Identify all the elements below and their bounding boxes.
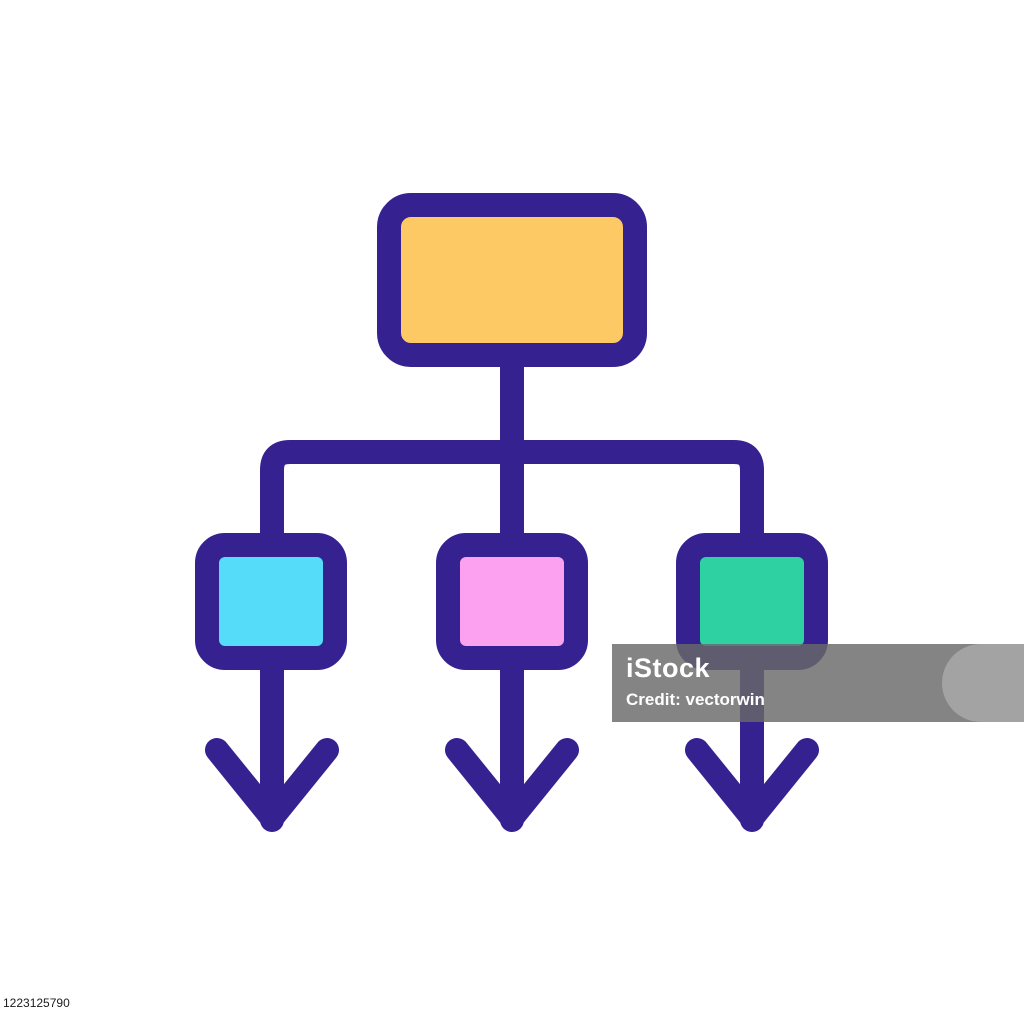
connector-lines [260,346,764,557]
watermark-banner: iStock Credit: vectorwin [612,644,1024,722]
arrow-down-icon-middle [445,648,579,832]
watermark-brand: iStock [626,653,711,683]
watermark-logo-shape [942,644,1024,722]
arrow-down-icon-left [205,648,339,832]
root-node [377,193,647,367]
image-id-label: 1223125790 [0,993,73,1013]
child-node-right [676,533,828,670]
branch-bus-line [260,440,764,557]
child-node-left [195,533,347,670]
watermark-credit: Credit: vectorwin [626,690,765,709]
child-node-middle [436,533,588,670]
